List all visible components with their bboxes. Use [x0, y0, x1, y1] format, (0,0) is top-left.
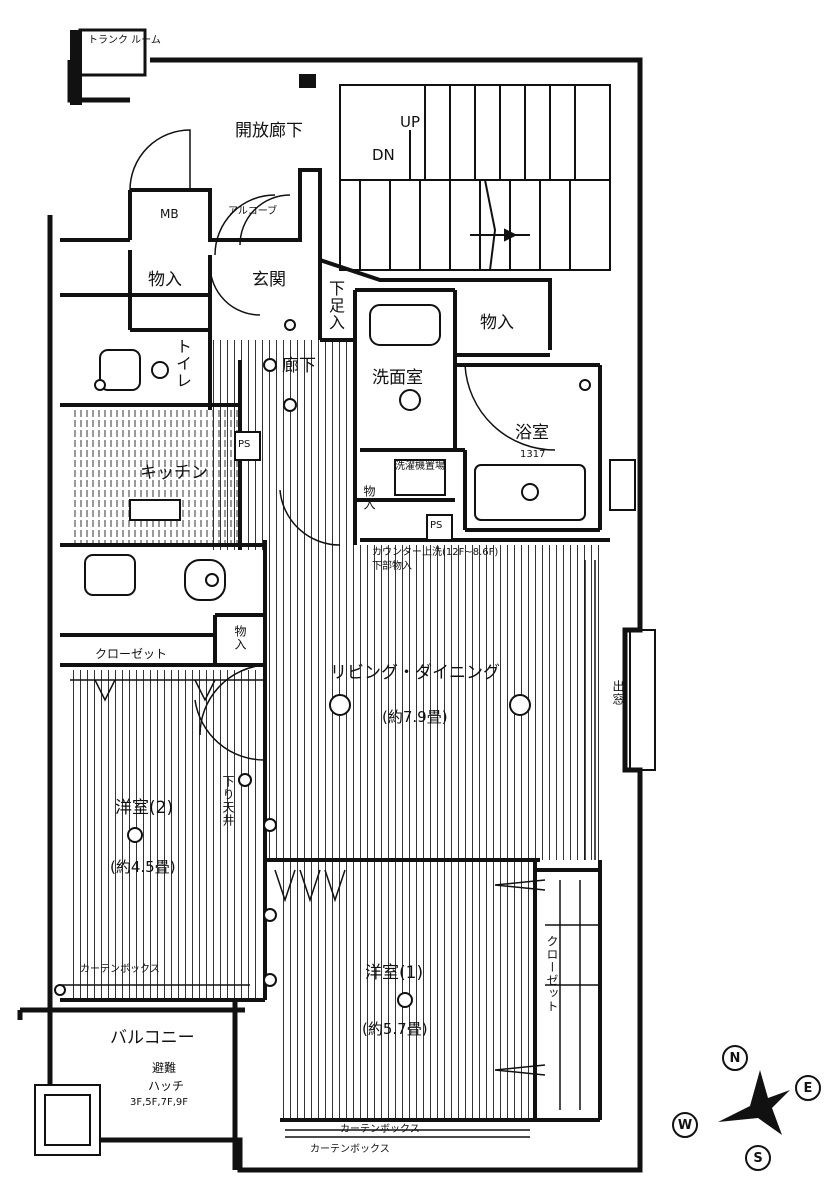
shoe-storage-label: 下足入 [326, 280, 345, 331]
bed2-curtain-label: カーテンボックス [80, 964, 160, 975]
hatch-label-1: 避難 [152, 1061, 177, 1075]
storage-entrance-label: 物入 [148, 270, 182, 290]
laundry-label: 洗濯機置場 [395, 461, 445, 472]
mb-label: MB [160, 207, 179, 221]
interior-walls [60, 168, 610, 1122]
fixtures [54, 304, 591, 1008]
closet-bed1-label: クローゼット [545, 935, 559, 1013]
bath-size-label: 1317 [520, 449, 546, 460]
bathroom-label: 浴室 [515, 423, 549, 443]
entrance-label: 玄関 [252, 270, 286, 290]
bed2-floor [70, 670, 260, 1000]
ps-label-1: PS [238, 439, 251, 450]
bed2-size-label: (約4.5畳) [110, 858, 176, 876]
curtain-box-label: カーテンボックス [340, 1124, 420, 1135]
compass-star [718, 1070, 790, 1135]
balcony-label: バルコニー [110, 1028, 195, 1048]
living-floor [265, 545, 605, 860]
toilet-bowl [99, 349, 141, 391]
living-dining-label: リビング・ダイニング [330, 663, 500, 683]
door-arcs [94, 129, 556, 1076]
entrance-floor [215, 255, 315, 335]
bed1-label: 洋室(1) [365, 963, 424, 983]
open-corridor-label: 開放廊下 [235, 121, 303, 141]
stair-dn-label: DN [372, 146, 395, 164]
storage-hall-label: 物入 [362, 485, 376, 511]
compass-e-label: E [795, 1075, 821, 1101]
compass-s-label: S [745, 1145, 771, 1171]
hatch-floors-label: 3F,5F,7F,9F [130, 1097, 188, 1108]
counter-under-label: 下部物入 [372, 561, 412, 572]
stair [339, 84, 611, 271]
alcove-label: アルコーブ [228, 206, 278, 217]
trunk-room-label: トランク ルーム [88, 35, 161, 46]
storage-bed2-label: 物入 [233, 625, 247, 651]
ps-label-2: PS [430, 520, 443, 531]
bed2-label: 洋室(2) [115, 798, 174, 818]
bed1-floor [280, 860, 535, 1120]
hatch-label-2: ハッチ [148, 1079, 185, 1093]
bay-window-label: 出窓 [611, 680, 625, 706]
counter-note-label: カウンター上洗(12F~8.6F) [372, 547, 499, 558]
stair-up-label: UP [400, 113, 421, 131]
compass-w-label: W [672, 1112, 698, 1138]
storage-wash-label: 物入 [480, 313, 514, 333]
curtain-box-label-2: カーテンボックス [310, 1144, 390, 1155]
bed2-ceiling-label: 下り天井 [221, 775, 235, 827]
wash-basin [369, 304, 441, 346]
living-size-label: (約7.9畳) [382, 708, 448, 726]
hallway-label: 廊下 [282, 356, 316, 376]
closet-bed2-label: クローゼット [95, 647, 168, 661]
kitchen-label: キッチン [140, 463, 208, 483]
washroom-label: 洗面室 [372, 368, 423, 388]
toilet-label: トイレ [173, 338, 192, 389]
compass-n-label: N [722, 1045, 748, 1071]
bed1-size-label: (約5.7畳) [362, 1020, 428, 1038]
